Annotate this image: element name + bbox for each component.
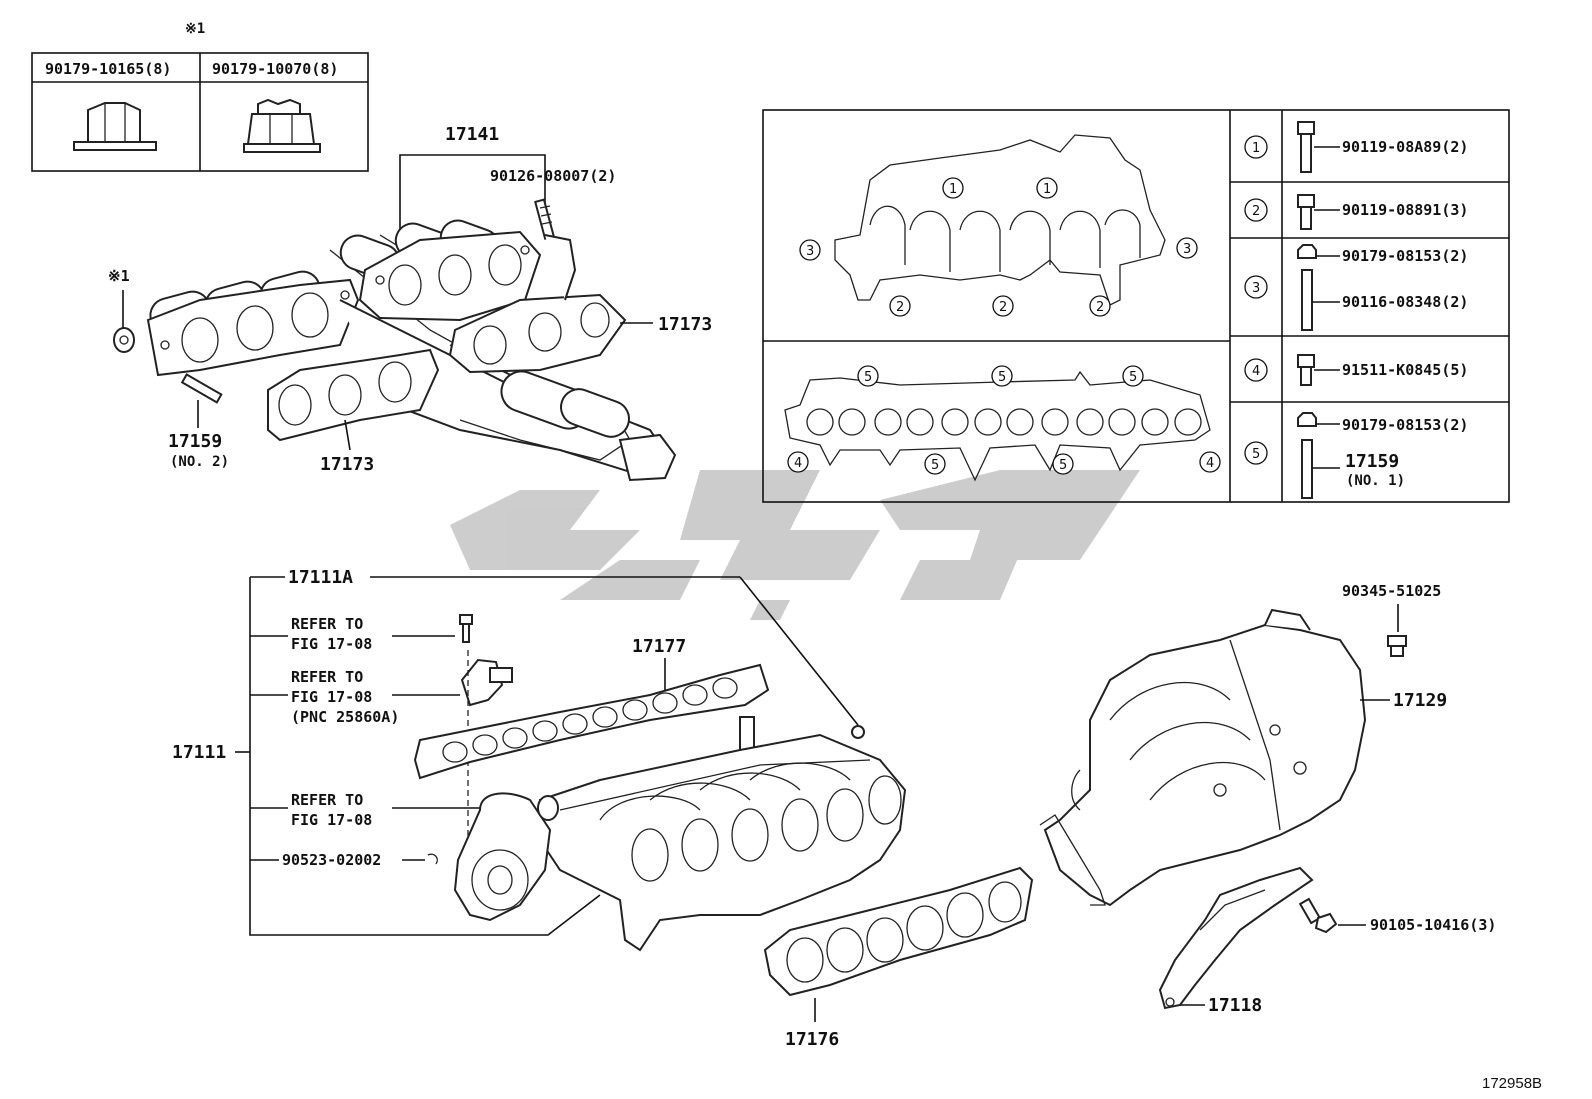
label-90523-02002: 90523-02002 — [282, 851, 381, 869]
exhaust-manifold-group: 17141 90126-08007(2) ※1 — [108, 124, 712, 482]
gasket-17177-icon — [413, 663, 770, 780]
label-17159-no2: 17159 — [168, 431, 222, 452]
upper-manifold-outline-icon — [834, 134, 1166, 306]
refer2-line1: REFER TO — [291, 668, 363, 686]
nut-icon — [113, 327, 135, 353]
bolt-90105-icon — [1298, 897, 1338, 934]
stud-5-icon — [1301, 439, 1313, 499]
svg-text:5: 5 — [1059, 458, 1067, 473]
figure-id: 172958B — [1482, 1075, 1542, 1092]
stud-3-icon — [1301, 269, 1313, 331]
label-17129: 17129 — [1393, 690, 1447, 711]
svg-text:4: 4 — [794, 456, 802, 471]
label-17176: 17176 — [785, 1029, 839, 1050]
legend-part-5a: 90179-08153(2) — [1342, 416, 1468, 434]
intake-upper-group: 90345-51025 17129 17118 — [1039, 582, 1496, 1016]
gasket-17176-icon — [763, 866, 1034, 997]
svg-text:1: 1 — [1043, 182, 1051, 197]
refer2-line3: (PNC 25860A) — [291, 708, 399, 726]
nut-3-icon — [1297, 244, 1317, 259]
drawing-markers: 1 1 3 3 2 2 2 5 5 5 4 4 5 5 — [787, 177, 1221, 475]
svg-text:2: 2 — [1252, 204, 1260, 219]
svg-text:5: 5 — [864, 370, 872, 385]
lower-gasket-outline-icon — [784, 370, 1211, 482]
nut-table: ※1 90179-10165(8) 90179-10070(8) — [31, 21, 369, 172]
svg-text:2: 2 — [999, 300, 1007, 315]
bracket-17118-icon — [1158, 866, 1314, 1010]
intake-lower-group: 17111A 17111 REFER TO FIG 17-08 REFER TO… — [172, 567, 1034, 1050]
watermark-logo — [450, 470, 1140, 620]
lower-intake-manifold-icon — [453, 716, 907, 952]
svg-text:5: 5 — [931, 458, 939, 473]
nut-table-col2: 90179-10070(8) — [212, 60, 338, 78]
legend-part-2: 90119-08891(3) — [1342, 201, 1468, 219]
fastener-panel: 1 1 3 3 2 2 2 5 5 5 4 4 5 5 1 2 3 4 5 — [762, 109, 1510, 503]
svg-text:1: 1 — [949, 182, 957, 197]
nut-table-mark: ※1 — [185, 21, 205, 37]
svg-text:4: 4 — [1252, 364, 1260, 379]
bolt-small-icon — [459, 614, 473, 643]
bolt-2-icon — [1297, 194, 1315, 230]
label-17177: 17177 — [632, 636, 686, 657]
svg-text:1: 1 — [1252, 141, 1260, 156]
svg-text:5: 5 — [1129, 370, 1137, 385]
upper-intake-manifold-icon — [1039, 608, 1367, 907]
legend-part-3b: 90116-08348(2) — [1342, 293, 1468, 311]
exhaust-manifold-icon — [146, 219, 677, 482]
svg-text:3: 3 — [806, 244, 814, 259]
flange-nut-icon — [73, 102, 157, 151]
legend-part-3a: 90179-08153(2) — [1342, 247, 1468, 265]
refer3-line2: FIG 17-08 — [291, 811, 372, 829]
svg-text:4: 4 — [1206, 456, 1214, 471]
label-17173-bottom: 17173 — [320, 454, 374, 475]
nut-table-col1: 90179-10165(8) — [45, 60, 171, 78]
plug-icon — [1387, 635, 1407, 657]
svg-text:2: 2 — [896, 300, 904, 315]
label-17111A: 17111A — [288, 567, 353, 588]
bolt-4-icon — [1297, 354, 1315, 386]
label-17141: 17141 — [445, 124, 499, 145]
legend-part-5b: 17159 — [1345, 451, 1399, 472]
lock-nut-icon — [243, 98, 321, 153]
nut-5-icon — [1297, 412, 1317, 427]
label-90345-51025: 90345-51025 — [1342, 582, 1441, 600]
label-90126-08007: 90126-08007(2) — [490, 167, 616, 185]
label-17111: 17111 — [172, 742, 226, 763]
label-17159-no2-sub: (NO. 2) — [170, 454, 229, 470]
stud-icon — [534, 198, 556, 240]
label-90105-10416: 90105-10416(3) — [1370, 916, 1496, 934]
legend-markers: 1 2 3 4 5 — [1244, 135, 1268, 465]
refer1-line2: FIG 17-08 — [291, 635, 372, 653]
svg-text:5: 5 — [998, 370, 1006, 385]
stud-17159-icon — [180, 373, 223, 404]
svg-text:3: 3 — [1252, 281, 1260, 296]
legend-part-5c: (NO. 1) — [1346, 473, 1405, 489]
label-nut-mark: ※1 — [108, 267, 130, 285]
refer1-line1: REFER TO — [291, 615, 363, 633]
legend-part-4: 91511-K0845(5) — [1342, 361, 1468, 379]
svg-text:5: 5 — [1252, 447, 1260, 462]
label-17118: 17118 — [1208, 995, 1262, 1016]
bolt-1-icon — [1297, 121, 1315, 173]
svg-text:3: 3 — [1183, 242, 1191, 257]
label-17173-right: 17173 — [658, 314, 712, 335]
legend-part-1: 90119-08A89(2) — [1342, 138, 1468, 156]
refer3-line1: REFER TO — [291, 791, 363, 809]
svg-text:2: 2 — [1096, 300, 1104, 315]
refer2-line2: FIG 17-08 — [291, 688, 372, 706]
sensor-icon — [460, 658, 513, 707]
